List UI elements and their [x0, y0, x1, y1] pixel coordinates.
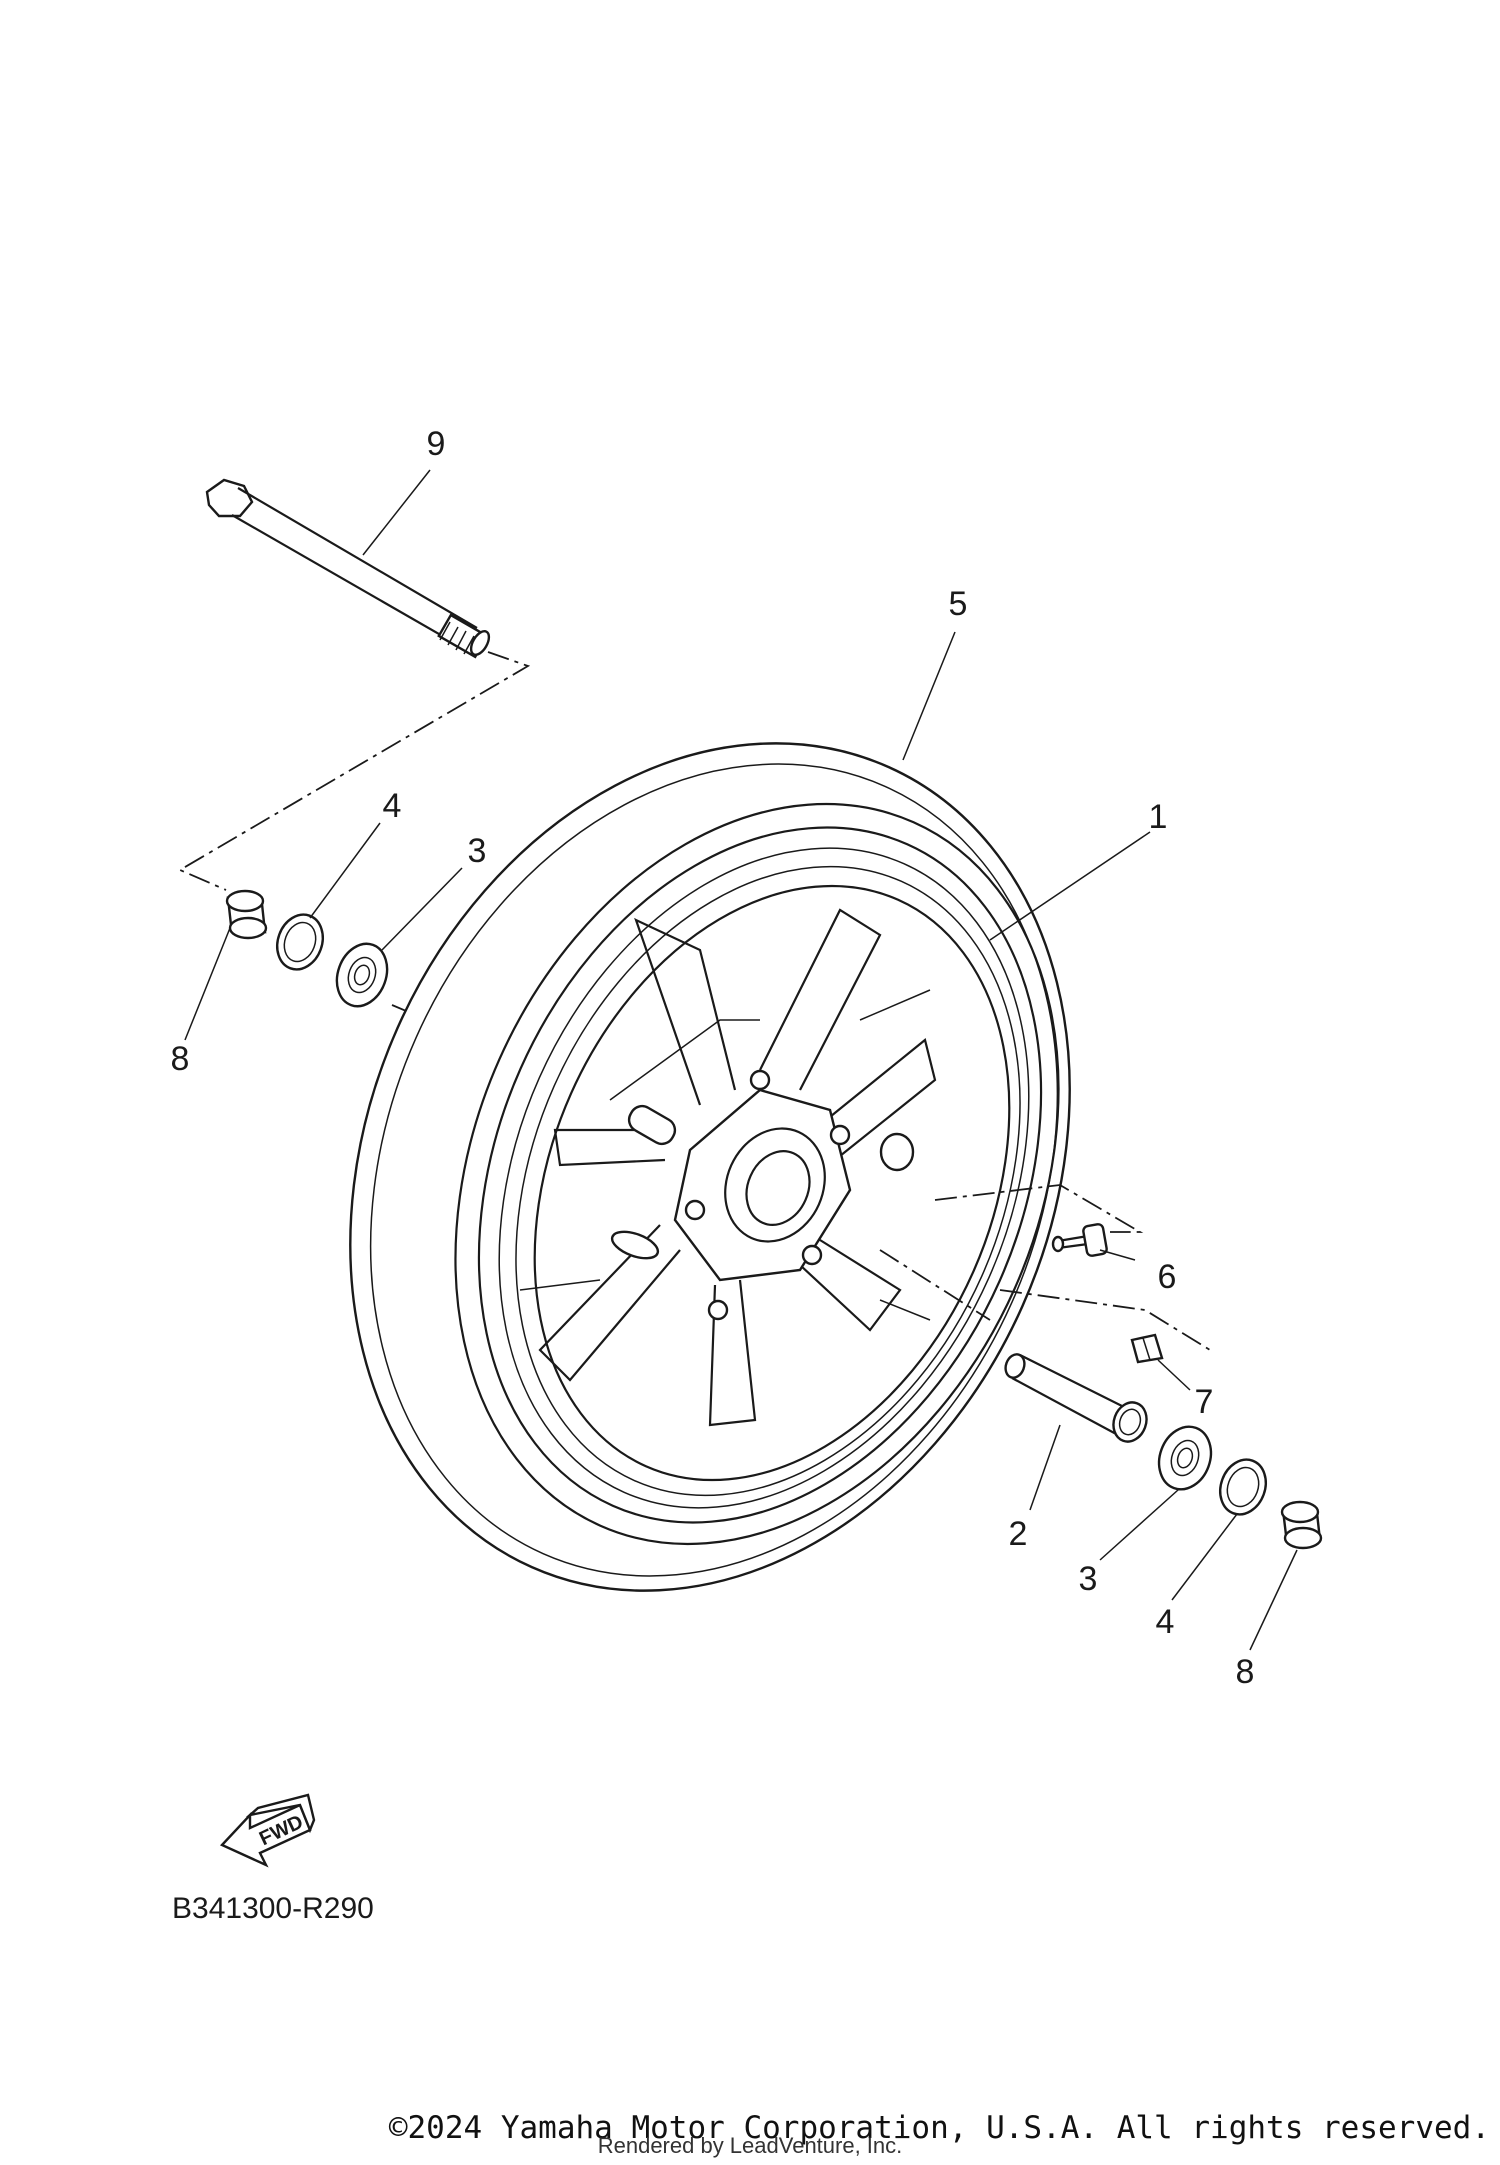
callout-8-right: 8	[1236, 1653, 1255, 1691]
leader-lines	[184, 469, 1298, 1651]
callout-8-left: 8	[171, 1040, 190, 1078]
part-4-oil-seal-right	[1219, 1458, 1267, 1516]
rendered-by-watermark: Rendered by LeadVenture, Inc.	[597, 2133, 903, 2158]
callout-5: 5	[949, 585, 968, 623]
valve-assembly-line	[934, 1184, 1144, 1233]
callout-7: 7	[1195, 1383, 1214, 1421]
callout-3-right: 3	[1079, 1560, 1098, 1598]
callout-4-right: 4	[1156, 1603, 1175, 1641]
part-7-balance-weight	[1130, 1333, 1164, 1364]
callout-9: 9	[427, 425, 446, 463]
diagram-code: B341300-R290	[172, 1892, 374, 1925]
fwd-arrow-icon: FWD	[219, 1793, 316, 1868]
callout-1: 1	[1149, 798, 1168, 836]
callout-4-left: 4	[383, 787, 402, 825]
part-3-bearing-left	[335, 942, 389, 1008]
callout-3-left: 3	[468, 832, 487, 870]
part-3-bearing-right	[1157, 1425, 1213, 1491]
copyright-notice: ©2024 Yamaha Motor Corporation, U.S.A. A…	[388, 2110, 1490, 2146]
wheel-spokes	[519, 908, 937, 1427]
weight-assembly-line	[999, 1289, 1211, 1351]
part-6-valve	[1051, 1223, 1108, 1257]
axle-line-right-side	[879, 1249, 991, 1321]
callout-2: 2	[1009, 1515, 1028, 1553]
wheel-hub	[610, 1069, 915, 1321]
part-4-oil-seal-left	[276, 913, 324, 971]
part-8-collar-right	[1280, 1500, 1323, 1550]
part-8-collar-left	[225, 889, 268, 940]
part-1-cast-wheel	[477, 826, 1043, 1524]
callout-6: 6	[1158, 1258, 1177, 1296]
part-9-wheel-axle	[205, 478, 491, 659]
part-2-spacer-flange	[1004, 1353, 1148, 1443]
axle-assembly-line-left	[178, 651, 531, 891]
